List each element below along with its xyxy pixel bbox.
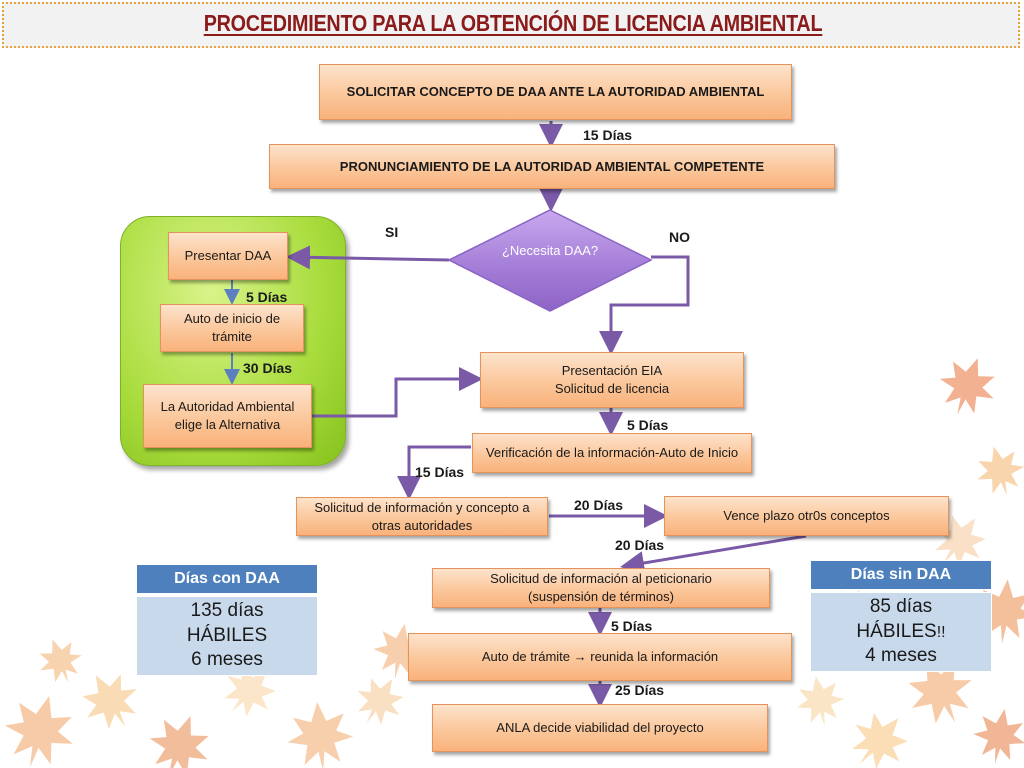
arrow-no-eia	[599, 255, 690, 355]
label-15-dias-1: 15 Días	[583, 127, 633, 143]
summary-sin-daa-body: 85 días HÁBILES!! 4 meses	[810, 592, 992, 672]
step-vence-plazo: Vence plazo otr0s conceptos	[664, 496, 949, 536]
label-15-dias-2: 15 Días	[415, 464, 465, 480]
step-solicitar-concepto: SOLICITAR CONCEPTO DE DAA ANTE LA AUTORI…	[319, 64, 792, 120]
title-bar: PROCEDIMIENTO PARA LA OBTENCIÓN DE LICEN…	[2, 2, 1020, 48]
step-presentacion-eia: Presentación EIA Solicitud de licencia	[480, 352, 744, 408]
step-pronunciamiento: PRONUNCIAMIENTO DE LA AUTORIDAD AMBIENTA…	[269, 144, 835, 189]
summary-con-daa-body: 135 días HÁBILES 6 meses	[136, 596, 318, 676]
label-20-dias-2: 20 Días	[615, 537, 665, 553]
step-anla-decide: ANLA decide viabilidad del proyecto	[432, 704, 768, 752]
label-5-dias-2: 5 Días	[627, 417, 669, 433]
decision-diamond	[447, 209, 653, 312]
label-5-dias-3: 5 Días	[611, 618, 653, 634]
summary-con-daa-header: Días con DAA	[136, 564, 318, 594]
summary-sin-daa-header: Días sin DAA	[810, 560, 992, 590]
label-30-dias: 30 Días	[243, 360, 293, 376]
arrow-vence-peticionario	[620, 534, 807, 575]
step-solicitud-otras-autoridades: Solicitud de información y concepto a ot…	[296, 497, 548, 536]
step-auto-inicio: Auto de inicio de trámite	[160, 304, 304, 352]
label-25-dias: 25 Días	[615, 682, 665, 698]
page-title: PROCEDIMIENTO PARA LA OBTENCIÓN DE LICEN…	[203, 10, 823, 36]
step-auto-tramite: Auto de trámite → reunida la información	[408, 633, 792, 681]
arrow-alternativa-eia	[312, 367, 483, 418]
label-20-dias-1: 20 Días	[574, 497, 624, 513]
step-presentar-daa: Presentar DAA	[168, 232, 288, 280]
step-elige-alternativa: La Autoridad Ambiental elige la Alternat…	[143, 384, 312, 448]
arrow-si-presentar	[286, 245, 450, 270]
decision-label: ¿Necesita DAA?	[501, 243, 599, 258]
label-si: SI	[385, 224, 399, 240]
arrow-right-icon: →	[573, 649, 587, 665]
step-solicitud-peticionario: Solicitud de información al peticionario…	[432, 568, 770, 608]
arrow-verificacion-solicitud	[397, 445, 471, 500]
label-no: NO	[669, 229, 690, 245]
label-5-dias-1: 5 Días	[246, 289, 288, 305]
step-verificacion: Verificación de la información-Auto de I…	[472, 433, 752, 473]
